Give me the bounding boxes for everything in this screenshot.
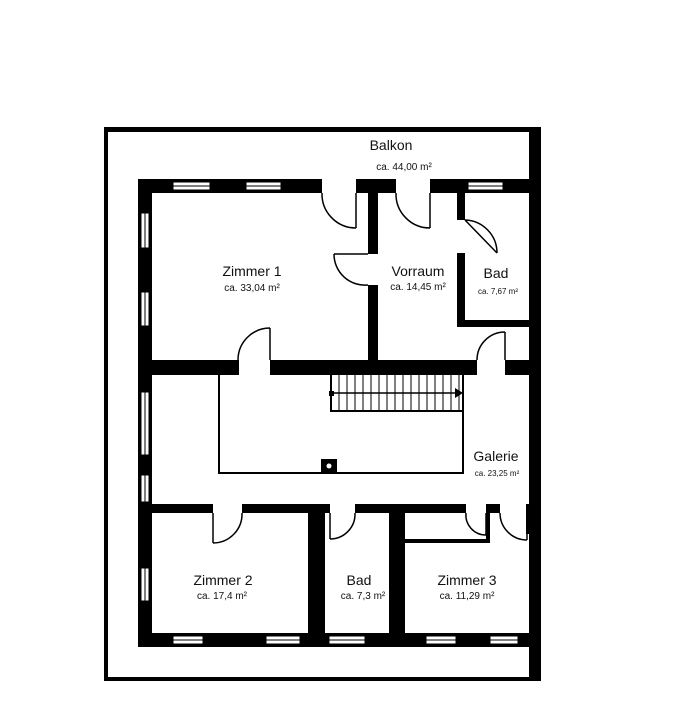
room-name-zimmer-1: Zimmer 1: [222, 263, 281, 279]
room-area-galerie: ca. 23,25 m²: [475, 469, 520, 478]
window: [265, 635, 301, 645]
room-name-galerie: Galerie: [473, 448, 518, 464]
window: [328, 635, 366, 645]
door: [212, 512, 243, 544]
room-name-vorraum: Vorraum: [392, 263, 445, 279]
door: [476, 331, 506, 361]
stair-arrow-icon: [455, 388, 463, 398]
door: [395, 192, 431, 229]
room-name-bad-top: Bad: [484, 265, 509, 281]
window: [467, 181, 504, 191]
door: [465, 512, 487, 536]
balcony-outline: [104, 127, 541, 681]
door: [499, 512, 528, 541]
window: [172, 181, 211, 191]
doors: [212, 192, 528, 544]
room-name-balkon: Balkon: [370, 137, 413, 153]
room-name-zimmer-2: Zimmer 2: [193, 572, 252, 588]
windows: [140, 181, 519, 645]
room-area-vorraum: ca. 14,45 m²: [390, 282, 446, 293]
window: [245, 181, 282, 191]
window: [140, 474, 150, 503]
room-name-bad-bottom: Bad: [347, 572, 372, 588]
window: [140, 567, 150, 602]
room-area-bad-bottom: ca. 7,3 m²: [341, 591, 386, 602]
staircase: [329, 375, 463, 412]
room-area-zimmer-1: ca. 33,04 m²: [224, 283, 280, 294]
room-area-zimmer-2: ca. 17,4 m²: [197, 591, 248, 602]
door: [329, 512, 356, 540]
window: [489, 635, 519, 645]
window: [425, 635, 457, 645]
window: [140, 291, 150, 327]
door: [237, 327, 271, 361]
door: [464, 219, 498, 254]
window: [140, 212, 150, 249]
room-area-zimmer-3: ca. 11,29 m²: [440, 591, 496, 602]
room-name-zimmer-3: Zimmer 3: [437, 572, 496, 588]
gallery-opening: [218, 375, 464, 474]
room-area-bad-top: ca. 7,67 m²: [478, 287, 518, 296]
door: [333, 253, 369, 286]
room-area-balkon: ca. 44,00 m²: [376, 162, 432, 173]
window: [172, 635, 204, 645]
door: [321, 192, 357, 229]
window: [140, 391, 150, 456]
interior-walls: [138, 193, 529, 647]
